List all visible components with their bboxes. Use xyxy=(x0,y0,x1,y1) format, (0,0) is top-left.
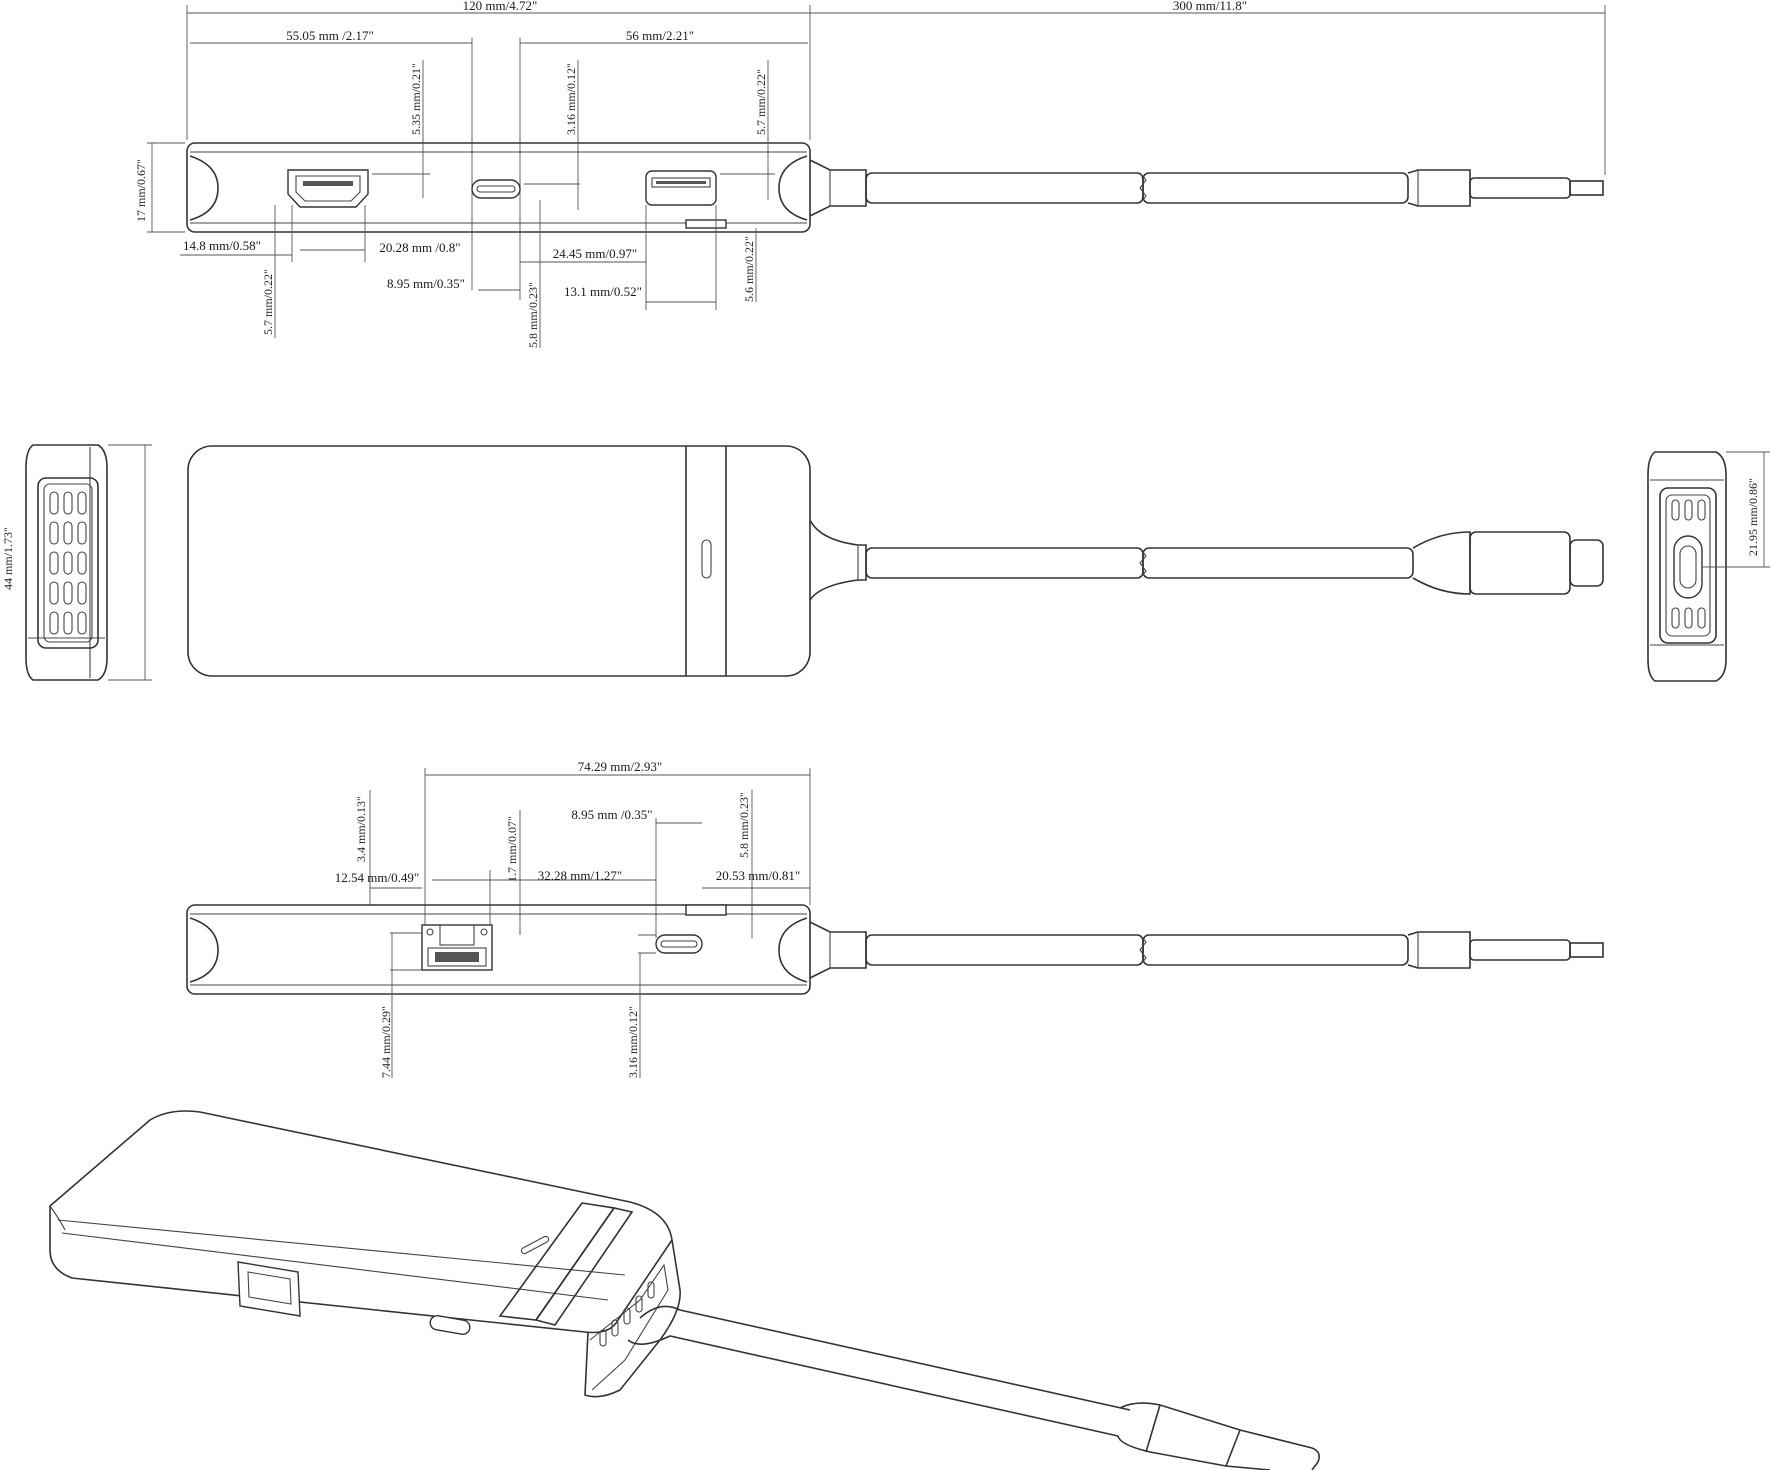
dim-led-height: 1.7 mm/0.07" xyxy=(505,816,519,882)
middle-view: 44 mm/1.73" xyxy=(1,444,1770,682)
dim-connector-width: 21.95 mm/0.86" xyxy=(1746,478,1760,556)
dim-rj45-top: 3.4 mm/0.13" xyxy=(354,796,368,862)
dim-width: 44 mm/1.73" xyxy=(1,527,15,590)
led-indicator xyxy=(701,539,712,579)
dim-rj45-to-end: 74.29 mm/2.93" xyxy=(578,759,662,774)
dim-usbc-to-end: 56 mm/2.21" xyxy=(626,28,694,43)
usb-c-cable-side xyxy=(809,921,1604,979)
dim-cable-length: 300 mm/11.8" xyxy=(1173,0,1247,13)
usba-port xyxy=(645,170,727,229)
dim-usbc-to-end-side: 20.53 mm/0.81" xyxy=(716,868,800,883)
hdmi-port xyxy=(287,169,369,208)
side-view: 74.29 mm/2.93" 3.4 mm/0.13" 1.7 mm/0.07"… xyxy=(186,759,1604,1078)
dim-usbc-to-usba: 24.45 mm/0.97" xyxy=(553,246,637,261)
dim-usba-height: 5.7 mm/0.22" xyxy=(754,69,768,135)
isometric-view xyxy=(49,1110,1320,1470)
dim-body-height: 17 mm/0.67" xyxy=(134,159,148,222)
hub-top-plate xyxy=(187,445,811,677)
usb-c-cable-top xyxy=(809,159,1604,217)
usbc-connector-end xyxy=(1673,535,1703,599)
dim-rj45-to-usbc: 32.28 mm/1.27" xyxy=(538,868,622,883)
dim-usbc-height-side: 3.16 mm/0.12" xyxy=(626,1006,640,1078)
left-end-view: 44 mm/1.73" xyxy=(1,444,152,681)
dim-usba-bottom: 5.6 mm/0.22" xyxy=(742,236,756,302)
dim-hdmi-offset: 14.8 mm/0.58" xyxy=(183,238,261,253)
dim-usba-width: 13.1 mm/0.52" xyxy=(564,284,642,299)
dim-usbc-bottom: 5.8 mm/0.23" xyxy=(526,282,540,348)
dim-usbc-height: 3.16 mm/0.12" xyxy=(564,63,578,135)
usb-c-cable-middle xyxy=(809,519,1604,601)
dim-overall-length: 120 mm/4.72" xyxy=(463,0,538,13)
usbc-port-side xyxy=(655,934,703,954)
usbc-port-top xyxy=(471,179,521,199)
dim-usbc-bottom-side: 5.8 mm/0.23" xyxy=(737,792,751,858)
hub-body-side xyxy=(186,904,811,995)
dim-rj45-offset: 12.54 mm/0.49" xyxy=(335,870,419,885)
led-indicator-iso xyxy=(520,1235,550,1255)
dim-rj45-height: 7.44 mm/0.29" xyxy=(379,1006,393,1078)
hub-body-top xyxy=(186,142,811,233)
rj45-port xyxy=(421,924,493,971)
usbc-port-iso xyxy=(429,1315,471,1335)
top-view: 120 mm/4.72" 300 mm/11.8" 55.05 mm /2.17… xyxy=(134,0,1606,348)
dim-usbc-width-side: 8.95 mm /0.35" xyxy=(571,807,652,822)
dim-hdmi-height: 5.35 mm/0.21" xyxy=(409,63,423,135)
dim-hdmi-width: 20.28 mm /0.8" xyxy=(379,240,460,255)
dim-hdmi-bottom: 5.7 mm/0.22" xyxy=(261,269,275,335)
right-end-view: 21.95 mm/0.86" xyxy=(1647,451,1770,682)
dim-hdmi-to-usbc: 55.05 mm /2.17" xyxy=(286,28,374,43)
dim-usbc-width: 8.95 mm/0.35" xyxy=(387,276,465,291)
